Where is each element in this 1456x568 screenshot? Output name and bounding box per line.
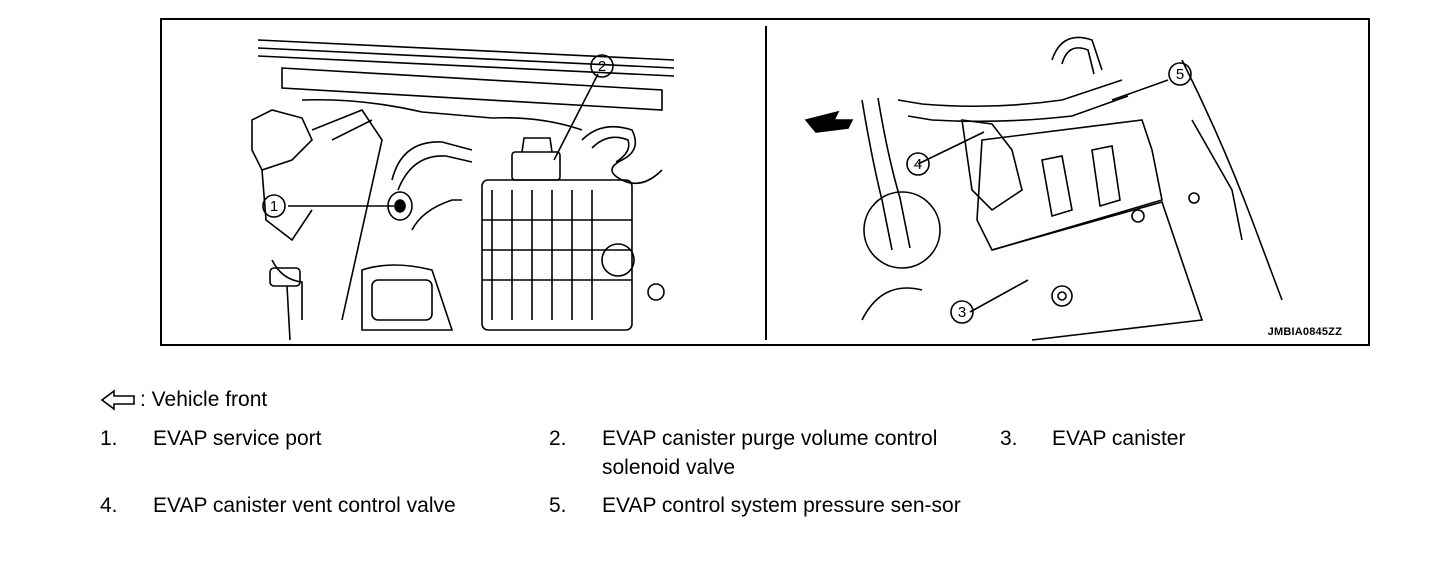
list-item: 2. EVAP canister purge volume control so… [549, 424, 979, 484]
item-number: 3. [1000, 427, 1018, 450]
callout-3: 3 [958, 304, 966, 321]
item-text: EVAP canister vent control valve [153, 494, 456, 517]
engine-bay-figure: 1 2 3 4 5 JMBIA0845ZZ [160, 18, 1370, 346]
item-number: 1. [100, 427, 118, 450]
item-text: EVAP canister purge volume control solen… [602, 427, 938, 479]
item-text: EVAP canister [1052, 427, 1186, 450]
item-number: 4. [100, 494, 118, 517]
item-number: 2. [549, 427, 567, 450]
legend: : Vehicle front [100, 388, 267, 412]
legend-label: : Vehicle front [140, 388, 268, 411]
callout-5: 5 [1176, 66, 1184, 83]
callout-4: 4 [914, 156, 922, 173]
item-text: EVAP control system pressure sen-sor [602, 494, 961, 517]
figure-code: JMBIA0845ZZ [1267, 326, 1342, 338]
item-text: EVAP service port [153, 427, 322, 450]
list-item: 5. EVAP control system pressure sen-sor [549, 491, 979, 551]
line-drawing: 1 2 3 4 5 [251, 26, 1283, 341]
item-number: 5. [549, 494, 567, 517]
outline-left-arrow-icon [100, 389, 135, 411]
callout-2: 2 [598, 58, 606, 75]
callout-1: 1 [270, 198, 278, 215]
